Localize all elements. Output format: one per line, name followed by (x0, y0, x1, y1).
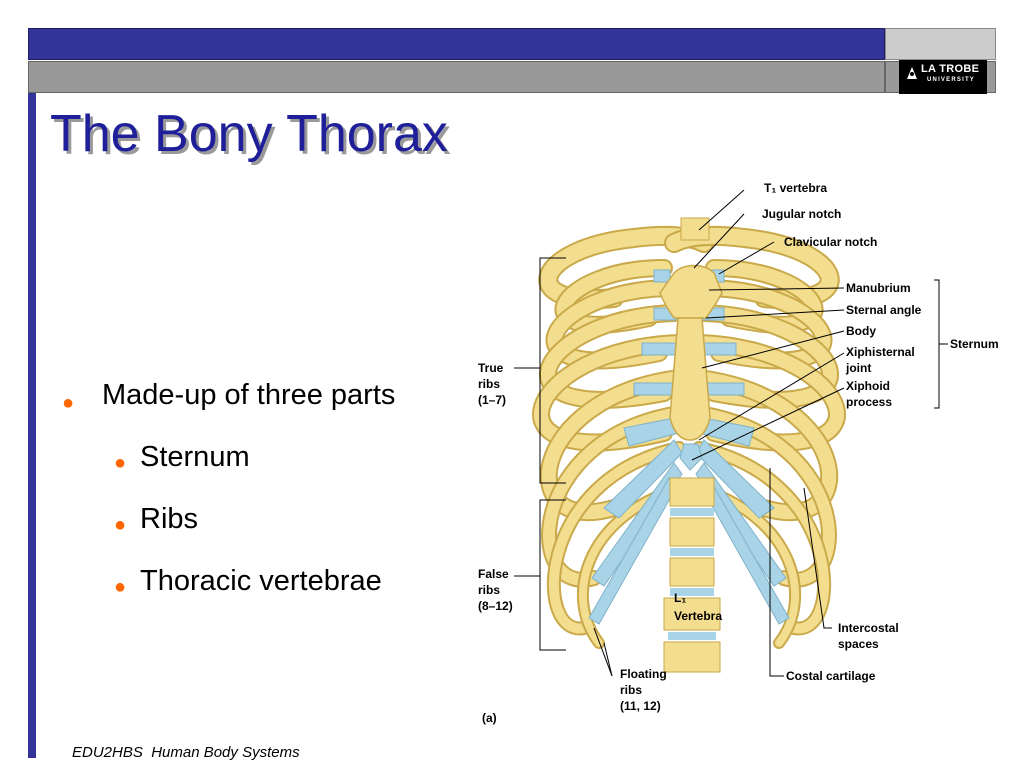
label-jugular-notch: Jugular notch (762, 207, 841, 221)
bullet-main: ● Made-up of three parts (62, 375, 462, 415)
header-band-logo-area (885, 28, 996, 60)
label-floating-ribs: Floating (620, 667, 667, 681)
left-accent-bar (28, 93, 36, 758)
bullet-dot-icon: ● (114, 452, 127, 474)
sub-bullet-text: Ribs (140, 503, 199, 535)
logo-text-sub: UNIVERSITY (927, 77, 976, 83)
thorax-diagram: T₁ vertebra Jugular notch Clavicular not… (478, 181, 999, 725)
label-xiphisternal: Xiphisternal (846, 345, 915, 359)
label-sternal-angle: Sternal angle (846, 303, 922, 317)
sub-bullet: ● Sternum (62, 437, 462, 477)
sub-bullet: ● Thoracic vertebrae (62, 561, 462, 601)
bullet-main-text: Made-up of three parts (102, 379, 396, 411)
costal-cartilage-illustration (588, 269, 790, 625)
label-body: Body (846, 324, 876, 338)
label-intercostal: Intercostal (838, 621, 899, 635)
label-clavicular-notch: Clavicular notch (784, 235, 877, 249)
label-xiphoid: Xiphoid (846, 379, 890, 393)
label-t1-vertebra: T₁ vertebra (764, 181, 827, 195)
label-sternum: Sternum (950, 337, 999, 351)
logo-text-main: LA TROBE (921, 63, 980, 75)
bullet-dot-icon: ● (114, 576, 127, 598)
slide-title: The Bony Thorax (50, 105, 448, 163)
sub-bullet-text: Sternum (140, 441, 250, 473)
sub-bullet-text: Thoracic vertebrae (140, 565, 382, 597)
label-floating-ribs-2: ribs (620, 683, 642, 697)
bullet-dot-icon: ● (62, 392, 75, 414)
vertebral-column-illustration (663, 217, 721, 673)
label-true-ribs-2: ribs (478, 377, 500, 391)
label-xiphoid-process: process (846, 395, 892, 409)
bullet-list: ● Made-up of three parts ● Sternum ● Rib… (62, 375, 462, 601)
label-l1: L₁ (674, 591, 686, 605)
bullet-dot-icon: ● (114, 514, 127, 536)
label-floating-ribs-range: (11, 12) (620, 699, 661, 713)
label-false-ribs-2: ribs (478, 583, 500, 597)
label-false-ribs-range: (8–12) (478, 599, 513, 613)
label-intercostal-spaces: spaces (838, 637, 879, 651)
slide-footer: EDU2HBS Human Body Systems (72, 744, 300, 761)
label-true-ribs: True (478, 361, 504, 375)
label-l1-vertebra: Vertebra (674, 609, 722, 623)
label-false-ribs: False (478, 567, 509, 581)
leader-lines (514, 189, 948, 677)
university-crest-icon (907, 67, 917, 79)
thorax-figure: T₁ vertebra Jugular notch Clavicular not… (474, 178, 1014, 735)
la-trobe-logo: LA TROBE UNIVERSITY (899, 60, 987, 94)
header-band-blue (28, 28, 885, 60)
label-true-ribs-range: (1–7) (478, 393, 506, 407)
label-panel-a: (a) (482, 711, 497, 725)
label-costal-cartilage: Costal cartilage (786, 669, 876, 683)
label-xiphisternal-joint: joint (845, 361, 871, 375)
label-manubrium: Manubrium (846, 281, 911, 295)
sternum-illustration (659, 264, 723, 471)
header-band-gray (28, 61, 885, 93)
sub-bullet: ● Ribs (62, 499, 462, 539)
